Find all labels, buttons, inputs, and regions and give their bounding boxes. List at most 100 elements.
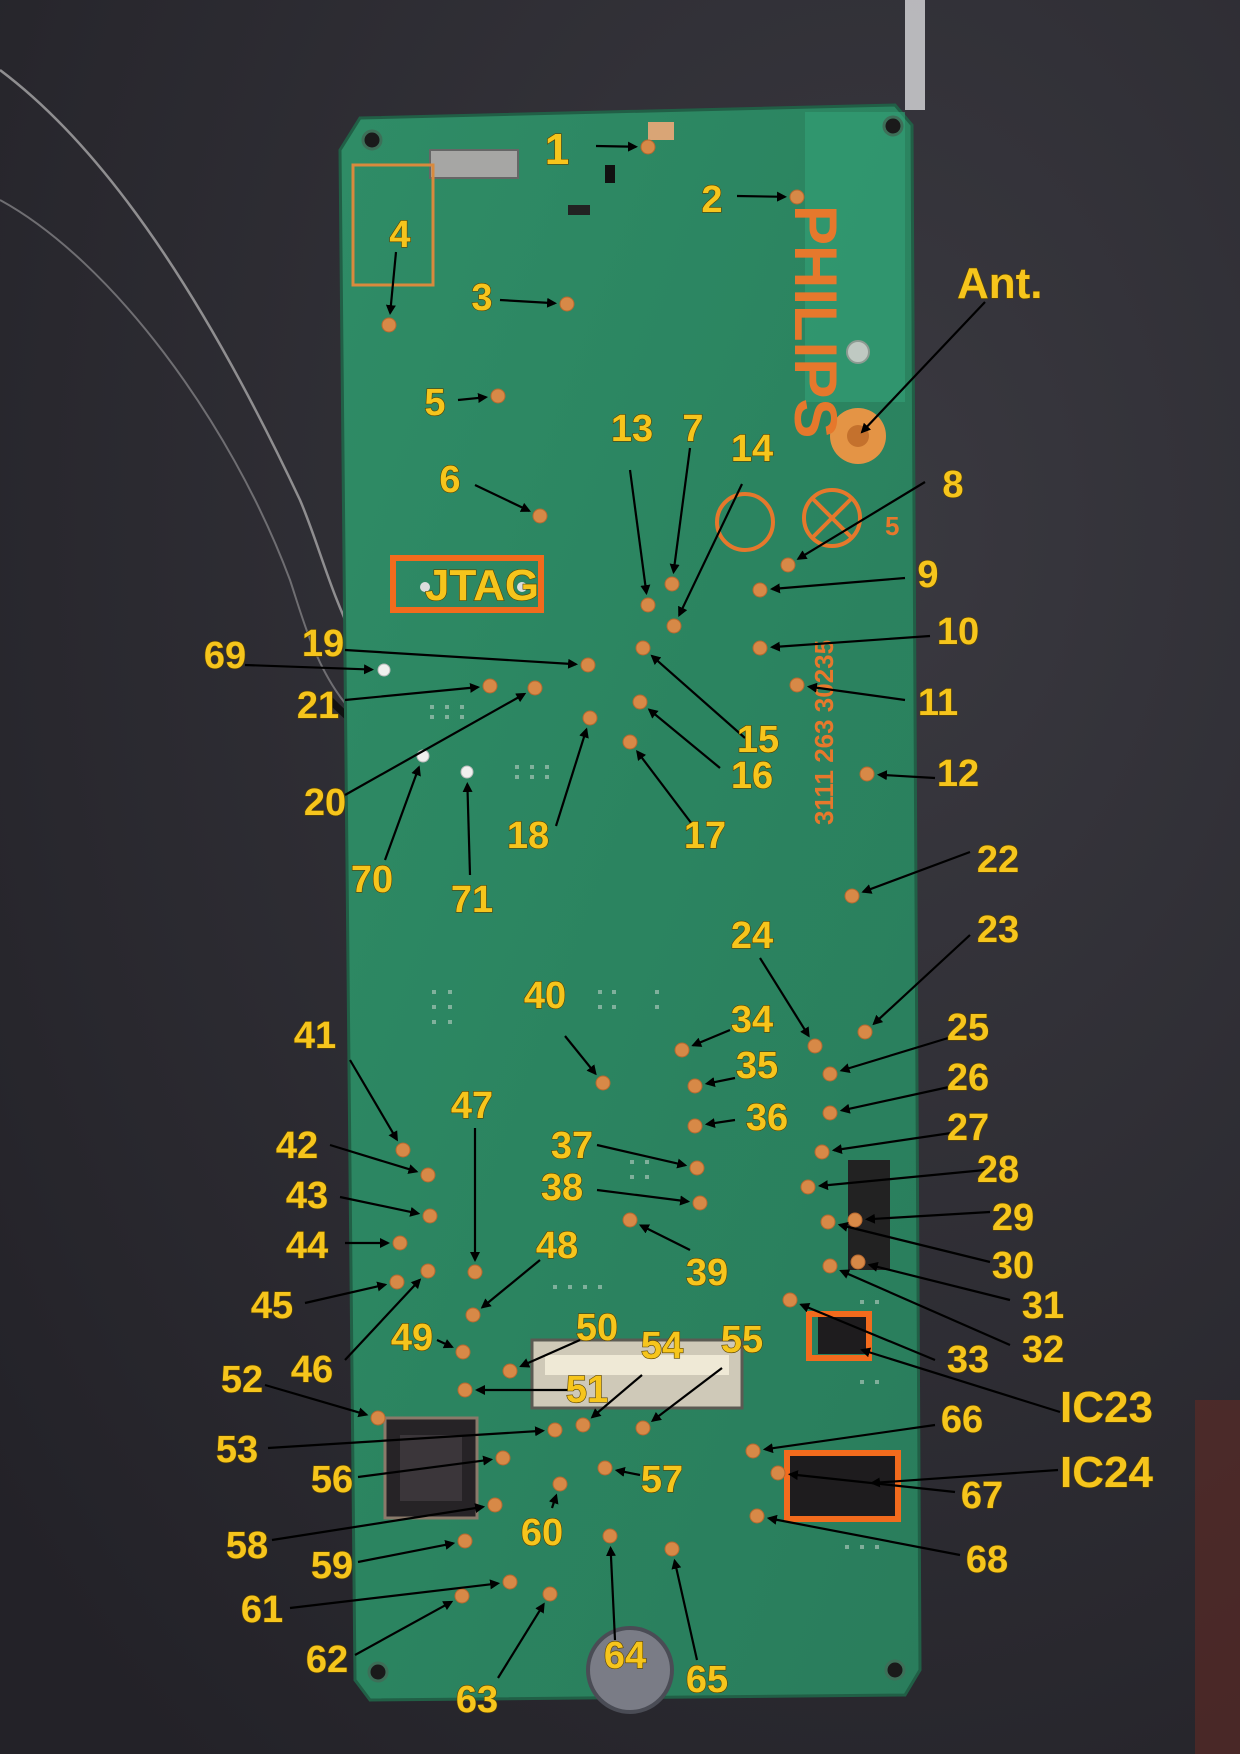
test-point-label-36: 36	[746, 1097, 788, 1139]
connector-fpc-slot	[545, 1355, 729, 1375]
arrow-52	[264, 1383, 369, 1418]
test-pad-49	[455, 1344, 471, 1360]
arrow-9	[769, 576, 906, 594]
test-pad-group	[370, 139, 875, 1604]
arrow-36	[704, 1118, 736, 1128]
test-point-label-13: 13	[611, 408, 653, 450]
test-pad-13	[640, 597, 656, 613]
smd-3	[568, 205, 590, 215]
arrow-16	[647, 708, 721, 769]
test-pad-51	[457, 1382, 473, 1398]
test-pad-19	[580, 657, 596, 673]
arrow-23	[872, 934, 971, 1026]
test-pad-40	[595, 1075, 611, 1091]
test-point-label-25: 25	[947, 1007, 989, 1049]
arrow-group	[244, 141, 1011, 1679]
test-pad-44	[392, 1235, 408, 1251]
arrow-6	[474, 484, 531, 512]
test-point-label-3: 3	[471, 277, 492, 319]
test-pad-55	[635, 1420, 651, 1436]
test-point-label-55: 55	[721, 1319, 763, 1361]
arrow-4	[385, 251, 398, 316]
test-pad-25	[822, 1066, 838, 1082]
test-pad-59	[457, 1533, 473, 1549]
test-point-label-22: 22	[977, 839, 1019, 881]
arrow-61	[289, 1579, 501, 1610]
test-point-label-52: 52	[221, 1359, 263, 1401]
test-point-label-31: 31	[1022, 1285, 1064, 1327]
test-point-label-35: 35	[736, 1045, 778, 1087]
arrow-60	[548, 1493, 559, 1509]
test-pad-68	[749, 1508, 765, 1524]
test-pad-15	[635, 640, 651, 656]
arrow-50	[519, 1338, 581, 1368]
arrow-1	[595, 141, 639, 152]
test-pad-47	[467, 1264, 483, 1280]
jtag-pin-right	[517, 582, 527, 592]
arrow-55	[650, 1367, 723, 1422]
test-point-label-49: 49	[391, 1317, 433, 1359]
arrow-42	[329, 1143, 419, 1174]
test-pad-71	[460, 765, 474, 779]
arrow-37	[596, 1143, 688, 1169]
test-pad-17	[622, 734, 638, 750]
test-point-label-57: 57	[641, 1459, 683, 1501]
arrow-20	[344, 692, 527, 796]
test-point-label-43: 43	[286, 1175, 328, 1217]
test-point-label-29: 29	[992, 1197, 1034, 1239]
arrow-5	[457, 393, 489, 403]
test-point-label-4: 4	[389, 214, 410, 256]
test-point-label-70: 70	[351, 859, 393, 901]
test-point-label-50: 50	[576, 1307, 618, 1349]
test-pad-18	[582, 710, 598, 726]
jtag-pin-left	[420, 582, 430, 592]
test-point-label-19: 19	[302, 623, 344, 665]
test-point-label-60: 60	[521, 1512, 563, 1554]
arrow-39	[638, 1224, 691, 1251]
test-point-label-51: 51	[566, 1369, 608, 1411]
arrow-27	[831, 1130, 959, 1155]
test-pad-35	[687, 1078, 703, 1094]
arrow-64	[605, 1545, 617, 1641]
arrow-12	[876, 770, 936, 781]
test-point-label-24: 24	[731, 915, 773, 957]
arrow-56	[357, 1455, 494, 1479]
test-pad-24	[807, 1038, 823, 1054]
test-point-label-26: 26	[947, 1057, 989, 1099]
test-pad-52	[370, 1410, 386, 1426]
arrow-59	[357, 1539, 456, 1564]
via-cluster-group	[430, 705, 879, 1549]
arrow-18	[554, 727, 589, 827]
test-point-label-69: 69	[204, 635, 246, 677]
test-point-label-56: 56	[311, 1459, 353, 1501]
test-pad-3	[559, 296, 575, 312]
switch	[429, 149, 519, 179]
recycle-logo	[715, 492, 775, 552]
test-point-label-58: 58	[226, 1525, 268, 1567]
arrow-35	[704, 1076, 736, 1087]
ic24-arrow	[870, 1468, 1059, 1488]
test-pad-27	[814, 1144, 830, 1160]
smd-2	[605, 165, 615, 183]
test-pad-9	[752, 582, 768, 598]
test-pad-46	[420, 1263, 436, 1279]
ic23-label: IC23	[1060, 1383, 1153, 1432]
test-point-label-17: 17	[684, 815, 726, 857]
arrow-69	[244, 663, 375, 675]
test-pad-69	[377, 663, 391, 677]
test-pad-39	[622, 1212, 638, 1228]
ic24-label: IC24	[1060, 1448, 1153, 1497]
ic23-arrow	[860, 1347, 1061, 1414]
arrow-19	[344, 648, 579, 669]
test-pad-45	[389, 1274, 405, 1290]
test-pad-29	[847, 1212, 863, 1228]
test-point-label-1: 1	[545, 125, 569, 174]
antenna-arrow	[860, 301, 986, 434]
arrow-40	[564, 1035, 597, 1076]
test-point-label-6: 6	[439, 459, 460, 501]
test-point-label-15: 15	[737, 719, 779, 761]
arrow-46	[344, 1278, 422, 1361]
test-pad-20	[527, 680, 543, 696]
test-point-label-16: 16	[731, 755, 773, 797]
